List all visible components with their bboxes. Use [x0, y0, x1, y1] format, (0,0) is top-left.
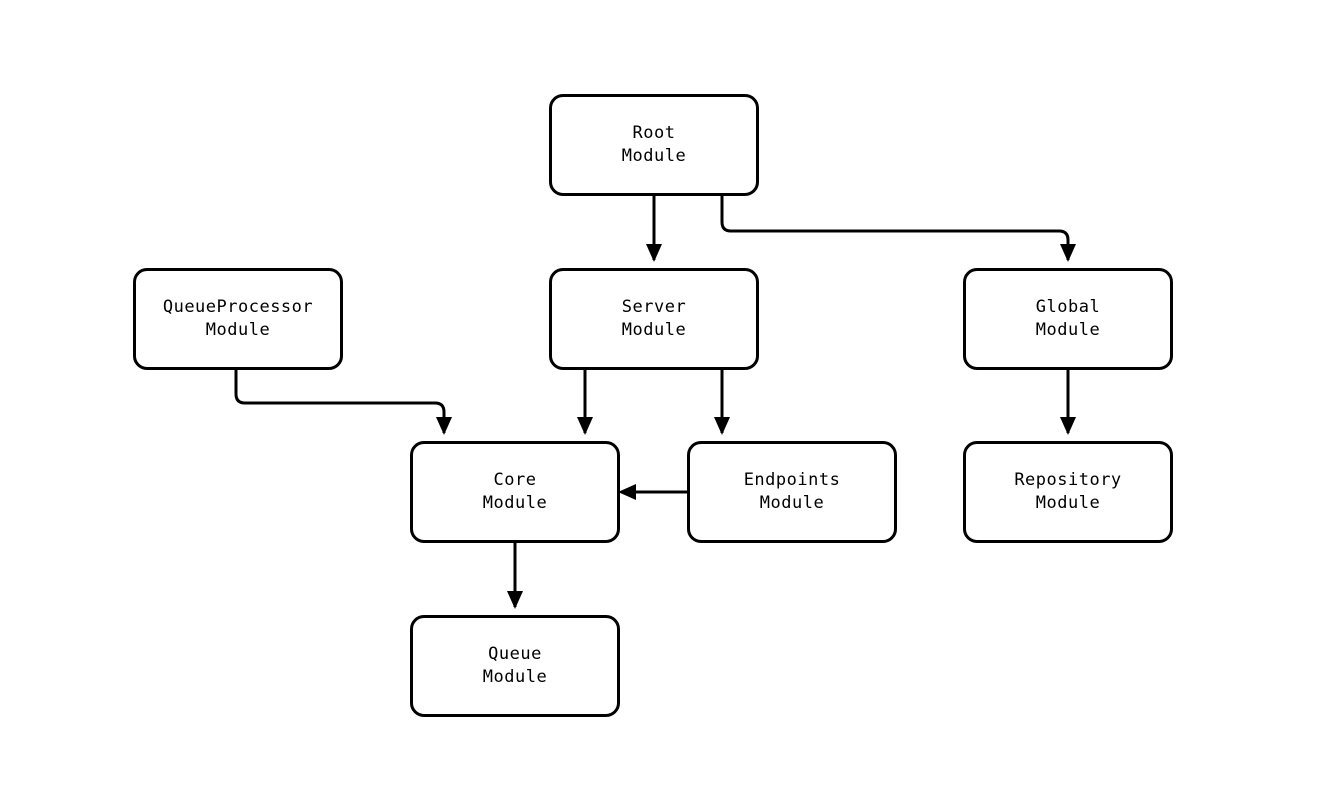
queue-module-label-secondary: Module [482, 667, 548, 687]
edge-root-to-global [720, 196, 1070, 260]
core-module-label-primary: Core [493, 470, 537, 490]
server-module-label-primary: Server [621, 297, 687, 317]
repository-module-label-secondary: Module [1035, 493, 1101, 513]
queueprocessor-module-label-secondary: Module [205, 320, 271, 340]
arrowhead-into-core-server [577, 417, 593, 435]
root-module-label-primary: Root [632, 123, 676, 143]
endpoints-module-label-primary: Endpoints [743, 470, 841, 490]
repository-module-label-primary: Repository [1014, 470, 1122, 490]
queue-module-label-primary: Queue [488, 644, 542, 664]
arrowhead-into-global [1060, 244, 1076, 262]
arrowhead-into-endpoints [714, 417, 730, 435]
queueprocessor-module-label-primary: QueueProcessor [162, 297, 314, 317]
arrowhead-into-server [646, 244, 662, 262]
arrowhead-into-queue [507, 591, 523, 609]
global-module-label-secondary: Module [1035, 320, 1101, 340]
edge-queueprocessor-to-core [234, 370, 446, 433]
core-module-label-secondary: Module [482, 493, 548, 513]
arrowhead-into-repository [1060, 417, 1076, 435]
endpoints-module-label-secondary: Module [759, 493, 825, 513]
arrowhead-into-core-endpoints [618, 484, 636, 500]
server-module-label-secondary: Module [621, 320, 687, 340]
root-module-label-secondary: Module [621, 146, 687, 166]
arrowhead-into-core-queueprocessor [436, 417, 452, 435]
global-module-label-primary: Global [1035, 297, 1101, 317]
